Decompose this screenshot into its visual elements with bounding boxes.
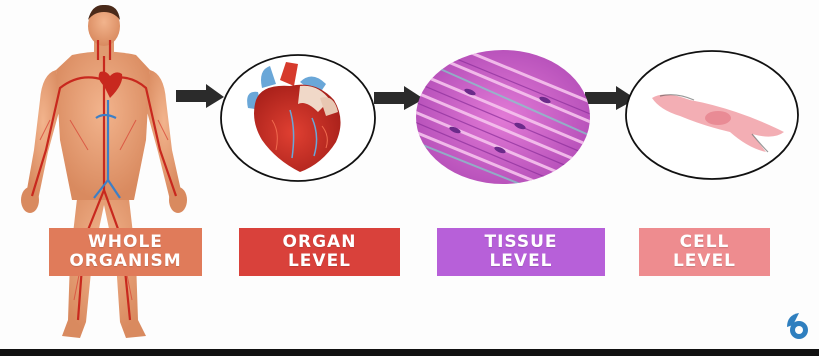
cell-illustration <box>626 51 798 179</box>
muscle-tissue-illustration <box>410 40 600 200</box>
label-line-1: ORGAN <box>283 233 357 252</box>
label-whole-organism: WHOLE ORGANISM <box>49 228 202 276</box>
heart-illustration <box>221 55 375 181</box>
arrow-right-icon <box>176 84 224 108</box>
label-tissue-level: TISSUE LEVEL <box>437 228 605 276</box>
bottom-border <box>0 349 819 356</box>
label-line-1: WHOLE <box>88 233 163 252</box>
label-cell-level: CELL LEVEL <box>639 228 770 276</box>
arrow-right-icon <box>374 86 424 110</box>
label-line-2: LEVEL <box>288 252 351 271</box>
human-body-illustration <box>21 5 187 338</box>
label-line-2: LEVEL <box>489 252 552 271</box>
label-organ-level: ORGAN LEVEL <box>239 228 400 276</box>
label-line-1: CELL <box>680 233 730 252</box>
label-line-2: ORGANISM <box>69 252 181 271</box>
brand-logo-icon <box>783 309 813 341</box>
label-line-1: TISSUE <box>484 233 557 252</box>
label-line-2: LEVEL <box>673 252 736 271</box>
